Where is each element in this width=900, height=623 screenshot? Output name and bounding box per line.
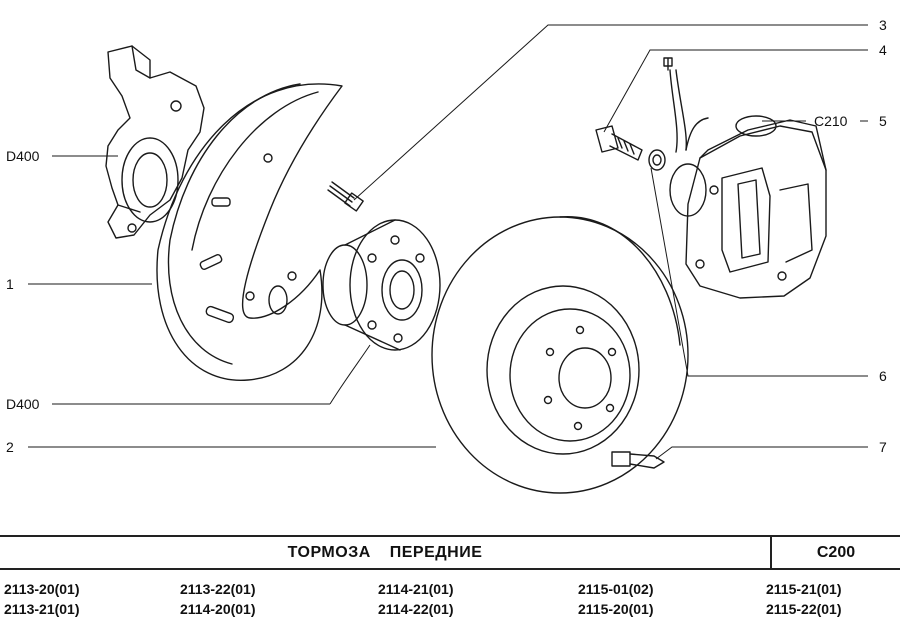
model-code: 2113-20(01) [4,581,80,597]
wheel-hub [322,219,441,351]
callout-2: 2 [6,439,14,455]
model-code: 2114-20(01) [180,601,256,617]
model-code: 2113-22(01) [180,581,256,597]
model-code: 2113-21(01) [4,601,80,617]
guide-pin [611,451,665,469]
leader-lines [28,24,868,460]
model-code: 2115-01(02) [578,581,654,597]
callout-hub-ref: D400 [6,396,40,412]
caliper-bolt [595,125,666,171]
title-bar: ТОРМОЗА ПЕРЕДНИЕ C200 [0,535,900,570]
model-code: 2115-21(01) [766,581,842,597]
callout-caliper-ref: C210 [814,113,848,129]
brake-disc [431,216,689,494]
callout-7: 7 [879,439,887,455]
callout-6: 6 [879,368,887,384]
model-code: 2115-22(01) [766,601,842,617]
callout-1: 1 [6,276,14,292]
brake-caliper [663,57,827,299]
model-code: 2114-22(01) [378,601,454,617]
callout-knuckle-ref: D400 [6,148,40,164]
model-code: 2114-21(01) [378,581,454,597]
callout-3: 3 [879,17,887,33]
page-title: ТОРМОЗА ПЕРЕДНИЕ [287,544,483,561]
callout-4: 4 [879,42,887,58]
brake-assembly-drawing: D400 1 D400 2 3 4 C210 5 6 7 [6,17,887,494]
model-code: 2115-20(01) [578,601,654,617]
steering-knuckle [105,45,205,239]
model-list: 2113-20(01) 2113-21(01) 2113-22(01) 2114… [0,580,900,620]
splash-shield [156,83,343,381]
callout-5: 5 [879,113,887,129]
sheet-code: C200 [770,537,900,568]
